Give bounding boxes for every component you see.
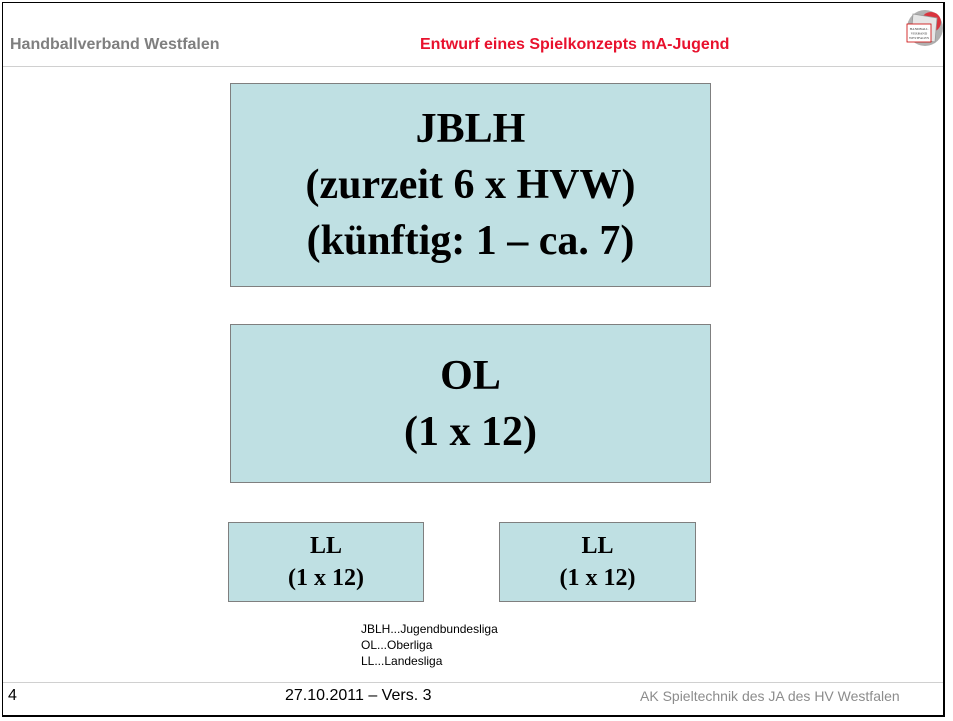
ll-right-label: LL xyxy=(581,533,614,559)
header-divider xyxy=(3,66,943,67)
logo-text-line: VERBAND xyxy=(911,32,928,36)
jblh-label: JBLH xyxy=(415,106,526,152)
jblh-future: (künftig: 1 – ca. 7) xyxy=(306,218,635,264)
logo-text-line: HANDBALL xyxy=(910,27,929,31)
footer-date-version: 27.10.2011 – Vers. 3 xyxy=(285,687,432,704)
jblh-box: JBLH (zurzeit 6 x HVW) (künftig: 1 – ca.… xyxy=(230,83,711,287)
legend-item-jblh: JBLH...Jugendbundesliga xyxy=(361,622,498,636)
page-number: 4 xyxy=(8,687,17,704)
footer-credit: AK Spieltechnik des JA des HV Westfalen xyxy=(640,688,900,704)
ll-left-label: LL xyxy=(309,533,342,559)
ol-count: (1 x 12) xyxy=(404,408,537,455)
ll-right-count: (1 x 12) xyxy=(559,565,636,591)
ll-box-left: LL (1 x 12) xyxy=(228,522,424,602)
organization-name: Handballverband Westfalen xyxy=(10,36,220,53)
abbreviation-legend: JBLH...Jugendbundesliga OL...Oberliga LL… xyxy=(361,621,498,669)
ll-box-right: LL (1 x 12) xyxy=(499,522,696,602)
ol-label: OL xyxy=(440,352,501,399)
legend-item-ll: LL...Landesliga xyxy=(361,654,443,668)
legend-item-ol: OL...Oberliga xyxy=(361,638,433,652)
ll-left-count: (1 x 12) xyxy=(288,565,364,591)
logo-text-line: WESTFALEN xyxy=(909,36,929,40)
footer-divider xyxy=(3,682,943,683)
ol-box: OL (1 x 12) xyxy=(230,324,711,483)
slide-title: Entwurf eines Spielkonzepts mA-Jugend xyxy=(420,36,730,53)
handball-logo-icon: HANDBALL VERBAND WESTFALEN xyxy=(897,6,943,56)
jblh-current: (zurzeit 6 x HVW) xyxy=(305,162,636,208)
